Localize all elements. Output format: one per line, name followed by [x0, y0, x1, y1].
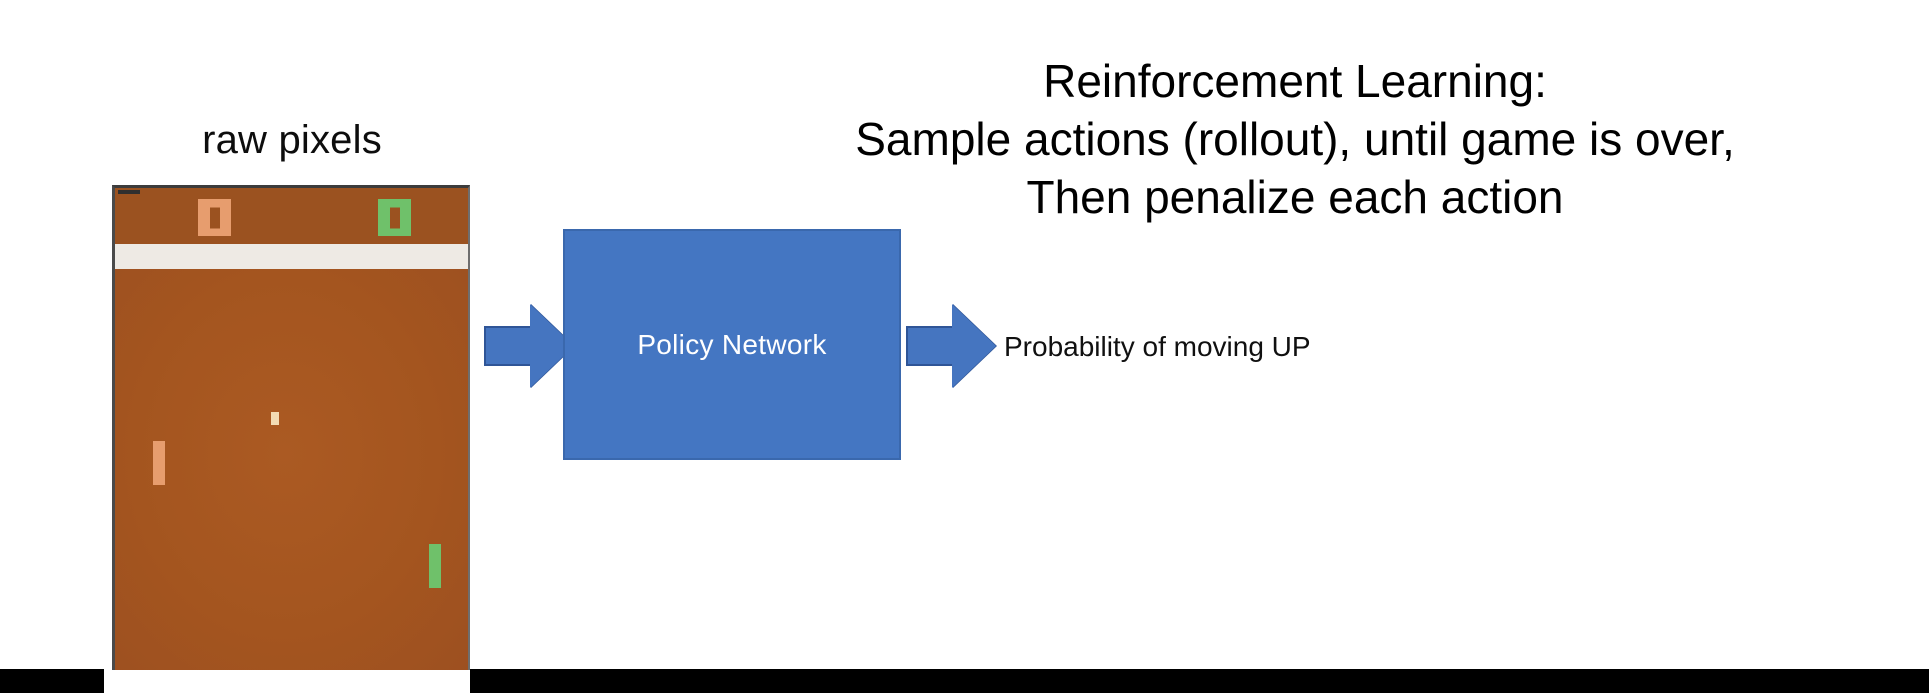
pong-divider-line — [115, 244, 468, 269]
slide-heading: Reinforcement Learning: Sample actions (… — [690, 52, 1900, 226]
input-arrow-shaft — [484, 326, 532, 366]
orange-paddle — [153, 441, 165, 485]
pong-game-screenshot — [112, 185, 470, 670]
policy-network-box: Policy Network — [563, 229, 901, 460]
ball — [271, 412, 279, 425]
digit-counter-right — [389, 207, 400, 228]
heading-line-2: Sample actions (rollout), until game is … — [855, 113, 1735, 165]
bottom-bar-left — [0, 669, 104, 693]
pong-score-right — [378, 199, 411, 236]
output-arrow-head — [952, 304, 996, 388]
output-arrow-shaft — [906, 326, 954, 366]
pong-score-left — [198, 199, 231, 236]
bottom-bar-right — [470, 669, 1929, 693]
output-probability-label: Probability of moving UP — [1004, 331, 1311, 362]
raw-pixels-caption: raw pixels — [202, 118, 382, 162]
digit-counter-left — [209, 207, 220, 228]
heading-line-1: Reinforcement Learning: — [1043, 55, 1547, 107]
heading-line-3: Then penalize each action — [1026, 171, 1564, 223]
green-paddle — [429, 544, 441, 588]
output-arrow — [906, 304, 998, 388]
pong-playfield — [115, 269, 468, 670]
policy-network-label: Policy Network — [637, 328, 827, 360]
pong-score-band — [115, 188, 468, 244]
pong-corner-marker — [118, 190, 140, 194]
